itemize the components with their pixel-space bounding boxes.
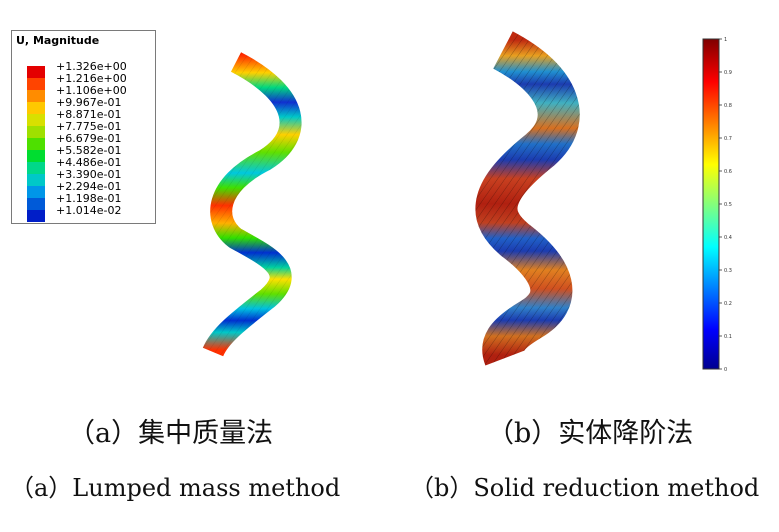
legend-value: +1.326e+00 — [56, 60, 127, 73]
legend-value: +1.198e-01 — [56, 192, 122, 205]
legend-swatch — [27, 210, 45, 222]
colorbar-tick-label: 0.7 — [724, 136, 732, 142]
legend-value: +4.486e-01 — [56, 156, 122, 169]
legend-value: +1.014e-02 — [56, 204, 122, 217]
legend-value: +7.775e-01 — [56, 120, 122, 133]
colorbar-tick-label: 0.1 — [724, 334, 732, 340]
colorbar-tick-label: 0.4 — [724, 235, 732, 241]
legend-swatch — [27, 102, 45, 114]
legend-title: U, Magnitude — [16, 34, 100, 47]
legend-value: +1.106e+00 — [56, 84, 127, 97]
caption-a-en: （a）Lumped mass method — [10, 474, 341, 502]
legend-box: U, Magnitude +1.326e+00+1.216e+00+1.106e… — [11, 30, 156, 224]
legend-value: +5.582e-01 — [56, 144, 122, 157]
spring-b-solid-reduction — [475, 31, 580, 366]
colorbar-tick-label: 0.3 — [724, 268, 732, 274]
legend-value: +6.679e-01 — [56, 132, 122, 145]
caption-b-en: （b）Solid reduction method — [410, 474, 760, 502]
legend-swatch — [27, 114, 45, 126]
colorbar-tick-label: 0 — [724, 367, 727, 373]
colorbar-tick-label: 0.2 — [724, 301, 732, 307]
caption-b-cn: （b）实体降阶法 — [487, 418, 694, 449]
legend-swatch — [27, 162, 45, 174]
legend-swatches — [27, 66, 45, 222]
colorbar-tick-label: 0.6 — [724, 169, 732, 175]
caption-a-cn: （a）集中质量法 — [68, 418, 274, 449]
colorbar-tick-label: 0.9 — [724, 70, 732, 76]
legend-swatch — [27, 126, 45, 138]
legend-value: +9.967e-01 — [56, 96, 122, 109]
legend-swatch — [27, 66, 45, 78]
spring-a-lumped-mass — [202, 52, 302, 357]
legend-value: +1.216e+00 — [56, 72, 127, 85]
legend-value: +2.294e-01 — [56, 180, 122, 193]
colorbar: 0 0.1 0.2 0.3 0.4 0.5 0.6 0.7 0.8 0.9 1 — [702, 37, 732, 373]
colorbar-tick-label: 0.8 — [724, 103, 732, 109]
legend-swatch — [27, 174, 45, 186]
legend-swatch — [27, 150, 45, 162]
legend-swatch — [27, 90, 45, 102]
legend-swatch — [27, 78, 45, 90]
legend-swatch — [27, 186, 45, 198]
legend-value: +3.390e-01 — [56, 168, 122, 181]
legend-value: +8.871e-01 — [56, 108, 122, 121]
colorbar-tick-label: 0.5 — [724, 202, 732, 208]
legend-swatch — [27, 138, 45, 150]
legend-swatch — [27, 198, 45, 210]
colorbar-tick-label: 1 — [724, 37, 727, 43]
